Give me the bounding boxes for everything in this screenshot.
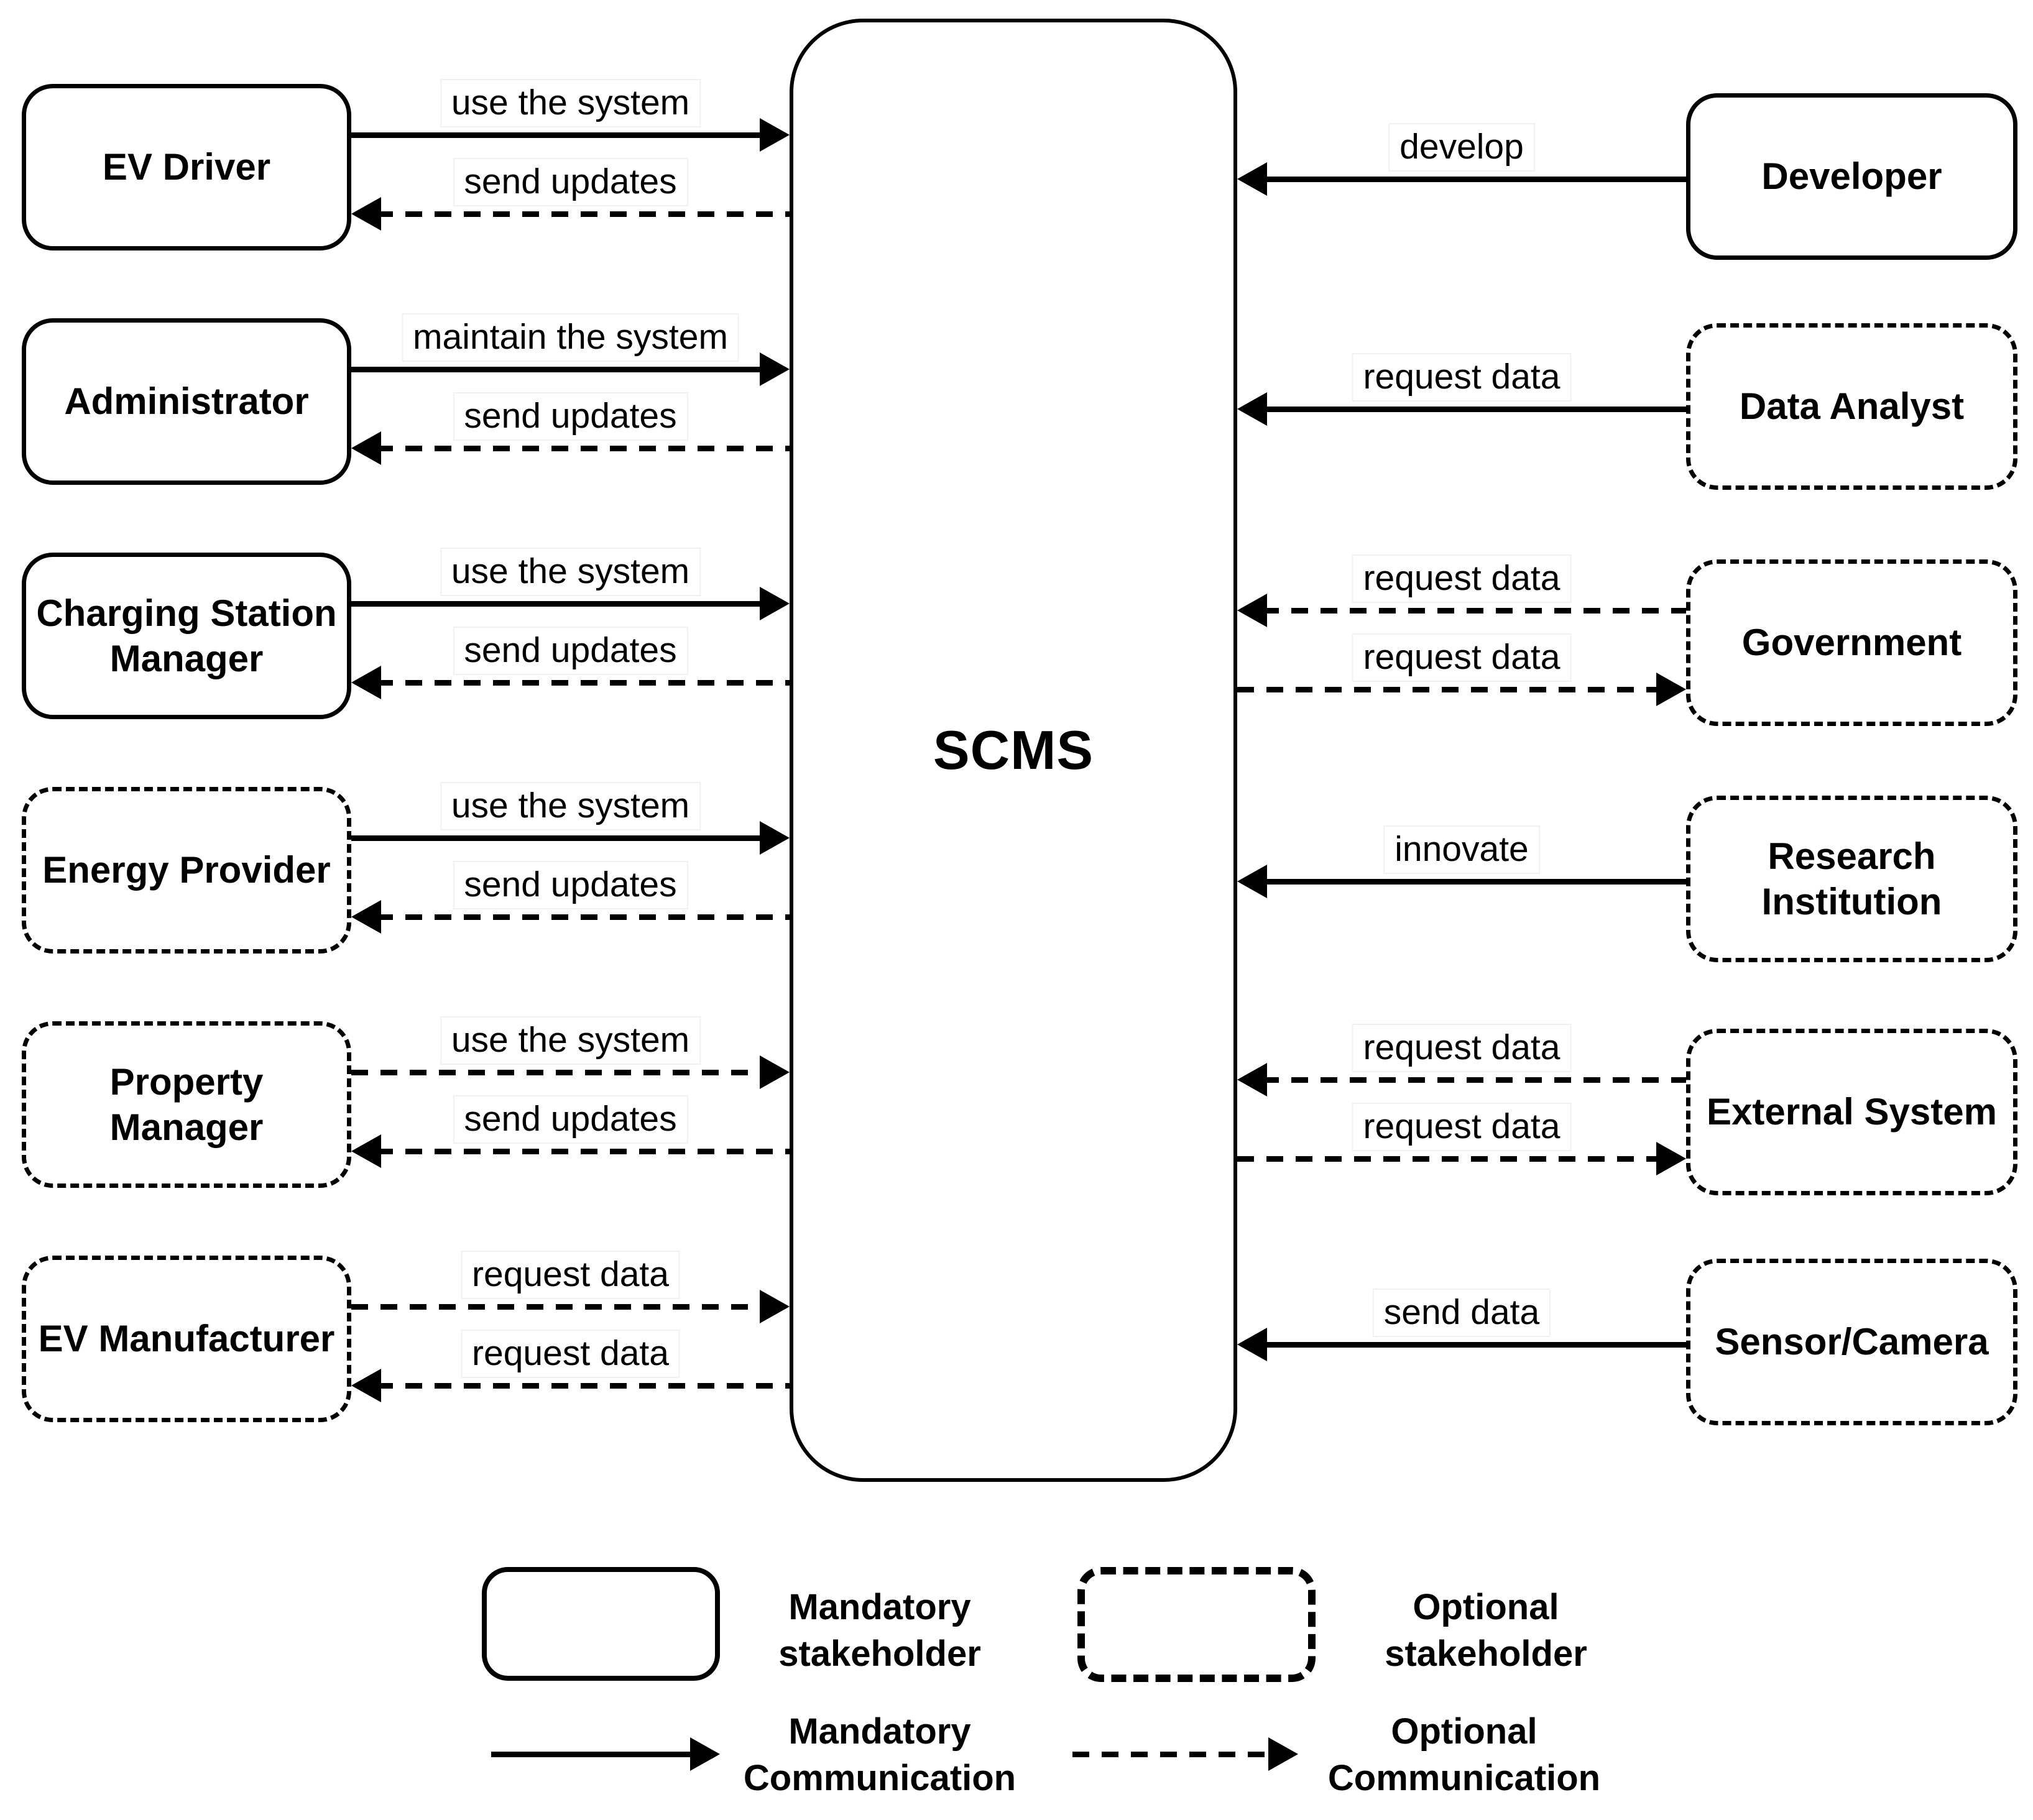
arrowhead-right-icon	[690, 1737, 720, 1771]
flow-label: request data	[1352, 554, 1572, 603]
flow-label: send updates	[453, 392, 688, 441]
flow-label: request data	[1352, 1103, 1572, 1151]
legend-mandatory-communication-symbol	[491, 1752, 696, 1757]
legend-optional-communication-label: Optional Communication	[1327, 1711, 1601, 1799]
flow-label: send updates	[453, 627, 688, 675]
flow-label: maintain the system	[402, 313, 739, 362]
actor-box-administrator: Administrator	[22, 318, 351, 485]
flow-label: request data	[461, 1330, 680, 1378]
actor-box-data-analyst: Data Analyst	[1686, 323, 2017, 490]
flow-label: send updates	[453, 158, 688, 206]
arrowhead-right-icon	[1656, 673, 1686, 706]
flow-label: request data	[461, 1251, 680, 1299]
arrowhead-right-icon	[1656, 1142, 1686, 1175]
flow-line	[1262, 177, 1686, 182]
arrowhead-right-icon	[760, 118, 790, 152]
actor-name: Data Analyst	[1739, 385, 1965, 428]
flow-line	[1237, 687, 1661, 692]
scms-label: SCMS	[933, 719, 1094, 781]
flow-line	[351, 1070, 765, 1075]
actor-name: Property Manager	[109, 1060, 264, 1148]
actor-box-developer: Developer	[1686, 93, 2017, 260]
arrowhead-right-icon	[760, 1055, 790, 1089]
actor-name: Sensor/Camera	[1715, 1321, 1989, 1363]
flow-label: request data	[1352, 1024, 1572, 1072]
flow-line	[1262, 879, 1686, 885]
actor-box-ev-driver: EV Driver	[22, 84, 351, 250]
legend-mandatory-communication-label: Mandatory Communication	[743, 1711, 1016, 1799]
actor-name: EV Driver	[102, 146, 271, 188]
flow-line	[376, 914, 790, 920]
flow-label: send data	[1372, 1289, 1551, 1337]
flow-line	[1262, 407, 1686, 412]
actor-box-ev-manufacturer: EV Manufacturer	[22, 1256, 351, 1422]
actor-name: External System	[1707, 1091, 1997, 1133]
arrowhead-right-icon	[760, 587, 790, 620]
flow-label: use the system	[440, 79, 701, 127]
flow-line	[351, 132, 765, 138]
flow-line	[1262, 608, 1686, 614]
actor-name: Charging Station Manager	[36, 592, 337, 679]
actor-name: Administrator	[64, 380, 309, 423]
flow-line	[351, 835, 765, 841]
arrowhead-right-icon	[760, 821, 790, 855]
flow-line	[1262, 1077, 1686, 1083]
legend-mandatory-stakeholder-symbol	[482, 1567, 720, 1681]
legend-optional-stakeholder-label: Optional stakeholder	[1385, 1587, 1587, 1675]
actor-name: Research Institution	[1761, 835, 1942, 922]
flow-label: use the system	[440, 1016, 701, 1065]
flow-line	[351, 601, 765, 607]
flow-label: send updates	[453, 861, 688, 909]
arrowhead-right-icon	[760, 1290, 790, 1323]
actor-box-sensor-camera: Sensor/Camera	[1686, 1259, 2017, 1425]
actor-box-charging-station-manager: Charging Station Manager	[22, 553, 351, 719]
flow-label: send updates	[453, 1095, 688, 1144]
actor-name: Government	[1741, 622, 1962, 664]
scms-box: SCMS	[790, 19, 1237, 1482]
actor-box-research-institution: Research Institution	[1686, 796, 2017, 962]
legend-optional-stakeholder-symbol	[1077, 1567, 1316, 1682]
actor-name: EV Manufacturer	[38, 1318, 335, 1360]
flow-label: use the system	[440, 782, 701, 830]
flow-line	[376, 1383, 790, 1389]
legend-optional-communication-symbol	[1072, 1752, 1271, 1757]
flow-label: request data	[1352, 353, 1572, 402]
arrowhead-right-icon	[1268, 1737, 1298, 1771]
flow-line	[376, 446, 790, 451]
actor-name: Developer	[1761, 155, 1942, 198]
flow-line	[351, 1304, 765, 1310]
actor-box-external-system: External System	[1686, 1029, 2017, 1195]
actor-box-government: Government	[1686, 559, 2017, 726]
flow-line	[351, 367, 765, 372]
actor-box-property-manager: Property Manager	[22, 1021, 351, 1188]
flow-label: request data	[1352, 633, 1572, 682]
flow-line	[1262, 1342, 1686, 1348]
flow-line	[376, 1149, 790, 1154]
flow-line	[376, 211, 790, 217]
flow-label: develop	[1388, 123, 1535, 172]
flow-line	[1237, 1156, 1661, 1162]
flow-line	[376, 680, 790, 686]
flow-label: use the system	[440, 548, 701, 596]
flow-label: innovate	[1383, 825, 1540, 874]
arrowhead-right-icon	[760, 352, 790, 386]
actor-name: Energy Provider	[42, 849, 331, 891]
actor-box-energy-provider: Energy Provider	[22, 787, 351, 954]
legend-mandatory-stakeholder-label: Mandatory stakeholder	[778, 1587, 981, 1675]
